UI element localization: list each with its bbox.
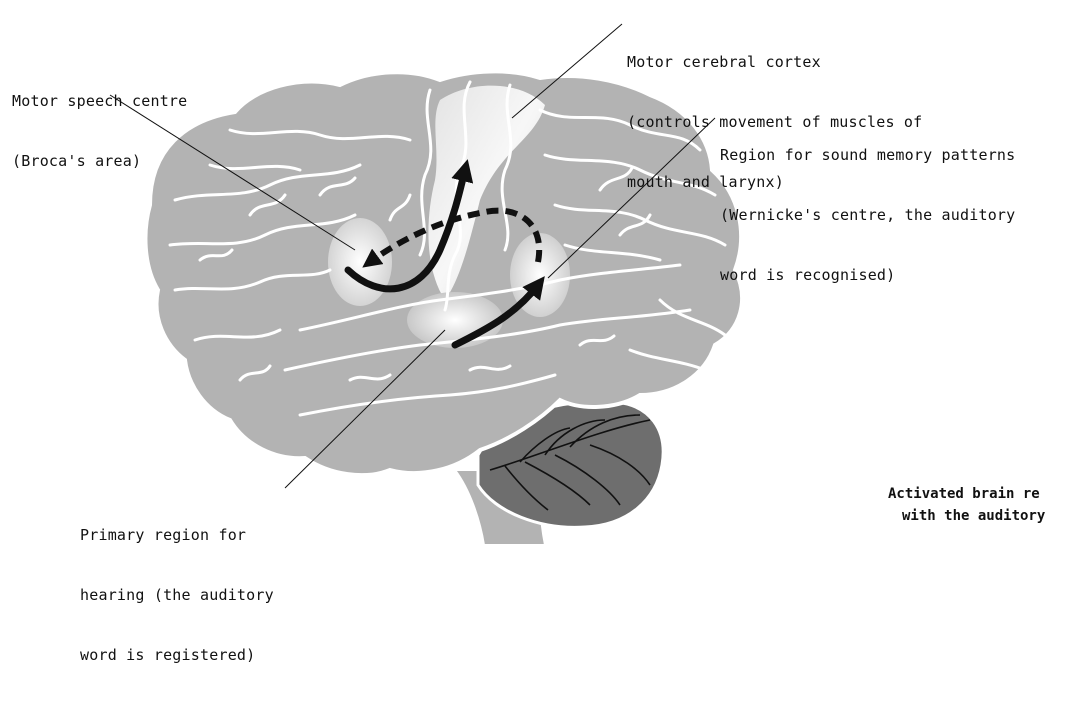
label-line: hearing (the auditory <box>80 585 274 605</box>
label-line: Motor speech centre <box>12 91 187 111</box>
caption-line-2: with the auditory <box>902 506 1045 526</box>
brain-diagram: Motor speech centre (Broca's area) Motor… <box>0 0 1085 545</box>
hearing-highlight <box>407 292 503 348</box>
label-sound-memory-region: Region for sound memory patterns (Wernic… <box>720 105 1015 325</box>
label-line: Primary region for <box>80 525 274 545</box>
label-motor-speech-centre: Motor speech centre (Broca's area) <box>12 51 187 211</box>
label-line: Motor cerebral cortex <box>627 52 922 72</box>
label-line: (Broca's area) <box>12 151 187 171</box>
label-line: Region for sound memory patterns <box>720 145 1015 165</box>
label-line: word is registered) <box>80 645 274 665</box>
label-line: word is recognised) <box>720 265 1015 285</box>
broca-highlight <box>328 218 392 306</box>
label-primary-hearing-region: Primary region for hearing (the auditory… <box>80 485 274 705</box>
caption-line-1: Activated brain re <box>888 484 1040 504</box>
label-line: (Wernicke's centre, the auditory <box>720 205 1015 225</box>
